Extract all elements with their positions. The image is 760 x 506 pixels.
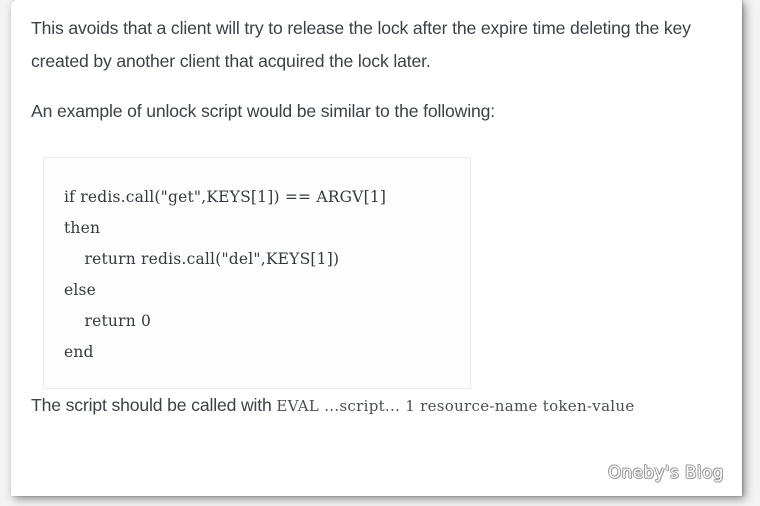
paragraph-closing: The script should be called with EVAL ..… xyxy=(31,389,731,423)
code-line-2: then xyxy=(64,219,101,237)
article-card: This avoids that a client will try to re… xyxy=(11,0,742,496)
paragraph-lead: This avoids that a client will try to re… xyxy=(31,18,691,71)
code-block: if redis.call("get",KEYS[1]) == ARGV[1] … xyxy=(43,157,471,389)
watermark-blog-name: Oneby's Blog xyxy=(608,463,724,482)
code-line-1: if redis.call("get",KEYS[1]) == ARGV[1] xyxy=(64,188,387,206)
code-line-3: return redis.call("del",KEYS[1]) xyxy=(64,250,340,268)
paragraph-closing-prefix: The script should be called with xyxy=(31,395,277,415)
inline-code-eval-command: EVAL ...script... 1 resource-name token-… xyxy=(276,397,635,415)
code-line-6: end xyxy=(64,343,94,361)
paragraph-intro: An example of unlock script would be sim… xyxy=(31,101,496,121)
code-line-5: return 0 xyxy=(64,312,152,330)
code-line-4: else xyxy=(64,281,97,299)
article-body: This avoids that a client will try to re… xyxy=(31,12,732,423)
